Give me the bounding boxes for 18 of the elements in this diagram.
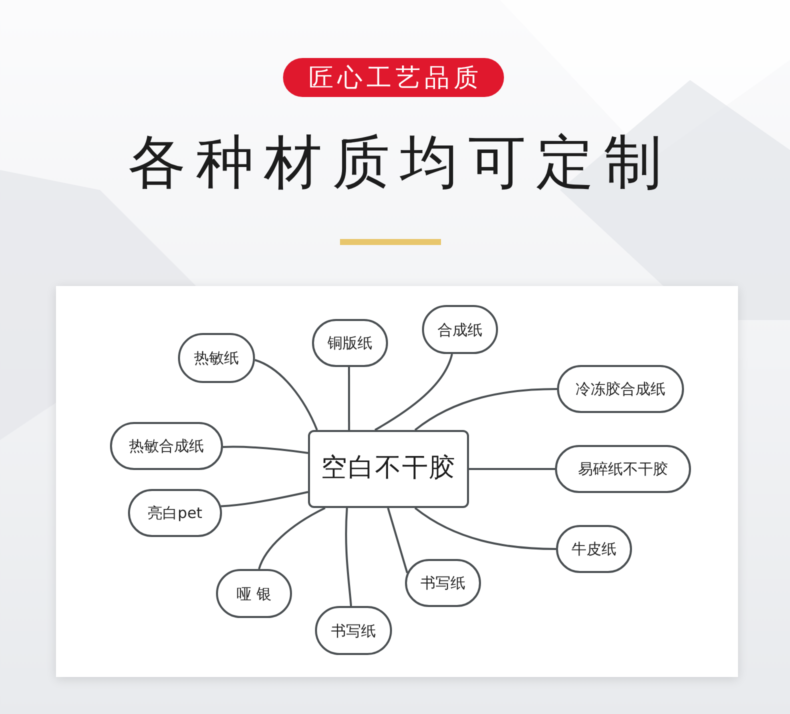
topic-pill: 热敏合成纸 — [110, 422, 223, 470]
page-title: 各种材质均可定制 — [127, 127, 672, 198]
connector-line — [374, 354, 453, 431]
connector-line — [345, 508, 352, 606]
connector-line — [258, 507, 326, 570]
connector-line — [469, 468, 555, 470]
connector-line — [254, 359, 318, 430]
topic-pill: 易碎纸不干胶 — [555, 445, 691, 493]
central-topic-box: 空白不干胶 — [308, 430, 469, 508]
connector-line — [414, 507, 556, 550]
connector-line — [387, 508, 408, 574]
connector-line — [414, 388, 558, 431]
connector-line — [222, 446, 308, 454]
topic-pill: 亮白pet — [128, 489, 222, 537]
tagline-badge: 匠心工艺品质 — [283, 58, 504, 97]
connector-line — [220, 491, 308, 508]
connector-line — [348, 367, 350, 430]
topic-pill: 冷冻胶合成纸 — [557, 365, 684, 413]
